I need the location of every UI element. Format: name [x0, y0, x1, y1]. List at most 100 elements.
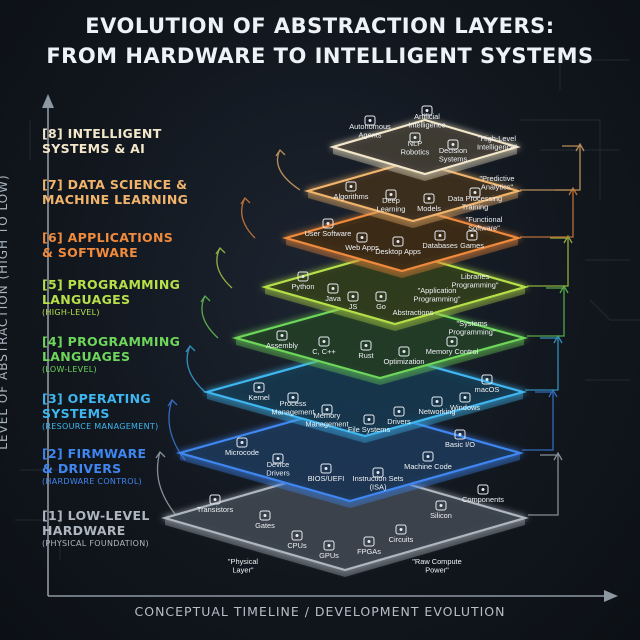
layer-2-item: Microcode	[225, 448, 259, 457]
layer-6-item: Desktop Apps	[375, 247, 421, 256]
network-icon	[345, 181, 357, 192]
io-icon	[454, 429, 466, 440]
layer-5-item: Abstractions	[393, 308, 434, 317]
layer-1-item: Circuits	[389, 535, 414, 544]
decision-icon	[447, 139, 459, 150]
go-icon	[375, 291, 387, 302]
layer-1-item: Components	[462, 495, 504, 504]
layer-label-6: [6] APPLICATIONS & SOFTWARE	[42, 230, 173, 260]
layer-8-slab	[329, 118, 521, 176]
memory-icon	[446, 336, 458, 347]
rust-icon	[360, 340, 372, 351]
layer-label-7: [7] DATA SCIENCE & MACHINE LEARNING	[42, 177, 188, 207]
layer-label-4: [4] PROGRAMMING LANGUAGES(LOW-LEVEL)	[42, 334, 180, 375]
speedometer-icon	[398, 346, 410, 357]
speech-icon	[409, 132, 421, 143]
layer-1-item: CPUs	[287, 541, 307, 550]
fpga-icon	[363, 536, 375, 547]
layer-1-item: Transistors	[197, 505, 234, 514]
layer-6-item: Games	[460, 241, 484, 250]
layer-label-subtitle: (RESOURCE MANAGEMENT)	[42, 422, 159, 431]
layer-7-item: Models	[417, 204, 441, 213]
layer-3-item: Kernel	[248, 393, 270, 402]
silicon-icon	[435, 500, 447, 511]
y-axis-label: LEVEL OF ABSTRACTION (HIGH TO LOW)	[0, 174, 10, 450]
layer-3-slab	[202, 346, 528, 438]
layer-6-item: Web Apps	[345, 243, 379, 252]
layer-1-slab	[161, 464, 529, 572]
binary-icon	[422, 451, 434, 462]
layer-2-item: BIOS/UEFI	[308, 474, 345, 483]
isa-icon	[372, 467, 384, 478]
layer-4-item: C, C++	[312, 347, 335, 356]
layer-4-item: Optimization	[383, 357, 424, 366]
layer-1-item: FPGAs	[357, 547, 381, 556]
gate-icon	[259, 510, 271, 521]
bios-chip-icon	[320, 463, 332, 474]
apple-icon	[481, 374, 493, 385]
layer-label-title: [7] DATA SCIENCE & MACHINE LEARNING	[42, 177, 189, 207]
layer-label-title: [4] PROGRAMMING LANGUAGES	[42, 334, 181, 364]
layer-label-title: [8] INTELLIGENT SYSTEMS & AI	[42, 126, 162, 156]
layer-6-item: User Software	[305, 229, 352, 238]
layer-7-slab	[303, 159, 523, 223]
gamepad-icon	[466, 230, 478, 241]
layer-label-title: [2] FIRMWARE & DRIVERS	[42, 446, 147, 476]
x-axis-label: CONCEPTUAL TIMELINE / DEVELOPMENT EVOLUT…	[134, 604, 506, 619]
layer-label-title: [6] APPLICATIONS & SOFTWARE	[42, 230, 174, 260]
layer-label-subtitle: (PHYSICAL FOUNDATION)	[42, 539, 149, 548]
circuit-icon	[395, 524, 407, 535]
ram-icon	[321, 404, 333, 415]
chip-icon	[276, 330, 288, 341]
layer-2-item: Instruction Sets(ISA)	[353, 474, 404, 492]
layer-5-item: Java	[325, 294, 342, 303]
layer-3-item: File Systems	[348, 425, 391, 434]
c-icon	[318, 336, 330, 347]
layer-6-item: Databases	[422, 241, 458, 250]
windows-icon	[459, 392, 471, 403]
layer-label-subtitle: (LOW-LEVEL)	[42, 365, 97, 374]
layer-3-item: macOS	[475, 385, 500, 394]
coffee-icon	[327, 283, 339, 294]
microcode-icon	[236, 437, 248, 448]
title-line-2: FROM HARDWARE TO INTELLIGENT SYSTEMS	[46, 44, 594, 68]
window-icon	[322, 218, 334, 229]
layer-4-item: Assembly	[266, 341, 298, 350]
layer-7-edge	[308, 191, 518, 228]
layers-icon	[385, 189, 397, 200]
layer-label-3: [3] OPERATING SYSTEMS(RESOURCE MANAGEMEN…	[42, 391, 159, 432]
layer-label-title: [3] OPERATING SYSTEMS	[42, 391, 151, 421]
cpu-icon	[291, 530, 303, 541]
layer-2-item: Basic I/O	[445, 440, 475, 449]
layer-5-item: Go	[376, 302, 386, 311]
network-globe-icon	[431, 396, 443, 407]
layer-1-item: GPUs	[319, 551, 339, 560]
driver-icon	[393, 406, 405, 417]
layer-label-title: [1] LOW-LEVEL HARDWARE	[42, 508, 150, 538]
layer-label-2: [2] FIRMWARE & DRIVERS(HARDWARE CONTROL)	[42, 446, 146, 487]
js-icon	[347, 291, 359, 302]
layer-4-item: Rust	[358, 351, 373, 360]
globe-icon	[356, 232, 368, 243]
folder-icon	[363, 414, 375, 425]
layer-3-item: Networking	[419, 407, 456, 416]
chart-icon	[469, 187, 481, 198]
